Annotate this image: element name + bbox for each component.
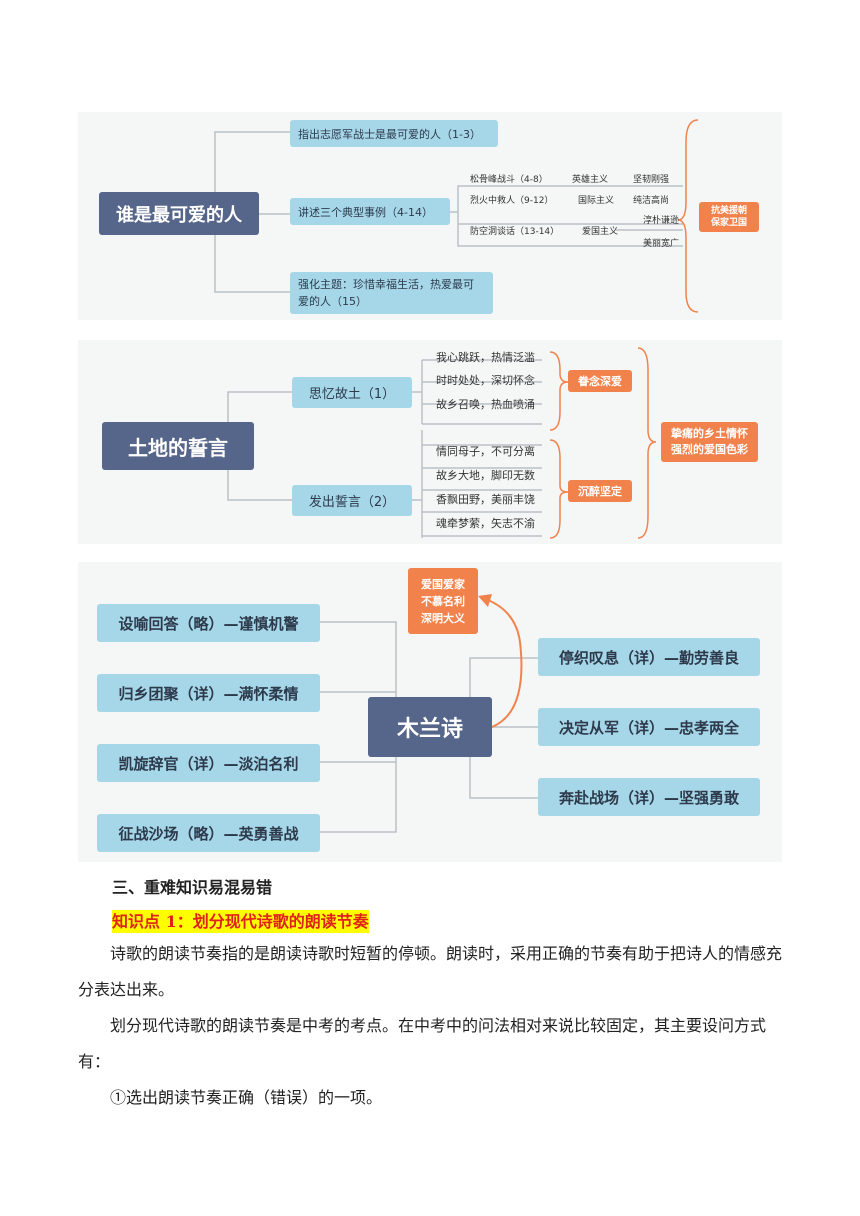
map2-leaf: 我心跳跃，热情泛滥 <box>436 351 535 364</box>
event-name: 烈火中救人（9-12） <box>470 196 554 206</box>
map2-summary-line1: 挚痛的乡土情怀 <box>671 427 748 440</box>
map1-branch-3-line1: 强化主题：珍惜幸福生活，热爱最可 <box>298 278 474 291</box>
map3-tag-line3: 深明大义 <box>421 611 465 625</box>
map3-central-node: 木兰诗 <box>368 697 492 757</box>
map3-left-branch: 归乡团聚（详）—满怀柔情 <box>97 674 320 712</box>
paragraph-3: ①选出朗读节奏正确（错误）的一项。 <box>110 1088 383 1107</box>
event-spirit: 英雄主义 <box>572 175 609 185</box>
map2-central-node: 土地的誓言 <box>102 422 254 470</box>
event-quality: 纯洁高尚 <box>633 196 670 206</box>
body-text: 诗歌的朗读节奏指的是朗读诗歌时短暂的停顿。朗读时，采用正确的节奏有助于把诗人的情… <box>78 936 782 1116</box>
map1-branch-1: 指出志愿军战士是最可爱的人（1-3） <box>290 120 498 147</box>
map3-right-branch: 停织叹息（详）—勤劳善良 <box>538 638 760 676</box>
map1-connectors <box>214 119 699 313</box>
mindmap-land-oath: 土地的誓言 思忆故土（1） 发出誓言（2） 我心跳跃，热情泛滥 时时处处，深切怀… <box>78 340 782 544</box>
map3-tag-line1: 爱国爱家 <box>421 577 465 591</box>
event-quality: 美丽宽广 <box>643 239 680 249</box>
event-spirit: 爱国主义 <box>582 227 619 237</box>
paragraph-1: 诗歌的朗读节奏指的是朗读诗歌时短暂的停顿。朗读时，采用正确的节奏有助于把诗人的情… <box>78 944 783 999</box>
map3-virtue-tag: 爱国爱家 不慕名利 深明大义 <box>408 568 478 634</box>
event-name: 防空洞谈话（13-14） <box>470 227 560 237</box>
event-spirit: 国际主义 <box>578 196 615 206</box>
map1-summary-line1: 抗美援朝 <box>710 206 747 216</box>
map3-left-branch: 征战沙场（略）—英勇善战 <box>97 814 320 852</box>
map3-tag-line2: 不慕名利 <box>421 594 465 608</box>
event-name: 松骨峰战斗（4-8） <box>470 175 548 185</box>
map2-leaf: 情同母子，不可分离 <box>436 445 535 458</box>
knowledge-heading-wrapper: 知识点 1：划分现代诗歌的朗读节奏 <box>112 908 369 933</box>
map2-tag-2: 沉醉坚定 <box>568 480 632 502</box>
event-quality: 淳朴谦逊 <box>643 216 680 226</box>
map3-left-branch: 凯旋辞官（详）—淡泊名利 <box>97 744 320 782</box>
map1-summary-line2: 保家卫国 <box>710 218 747 228</box>
map2-leaf: 时时处处，深切怀念 <box>436 374 535 387</box>
event-quality: 坚韧刚强 <box>633 175 670 185</box>
map2-summary-tag: 挚痛的乡土情怀 强烈的爱国色彩 <box>661 422 758 462</box>
knowledge-heading: 知识点 1：划分现代诗歌的朗读节奏 <box>112 910 369 933</box>
map2-leaf: 香飘田野，美丽丰饶 <box>436 493 535 506</box>
map2-branch-2: 发出誓言（2） <box>292 485 412 516</box>
map2-leaf: 故乡大地，脚印无数 <box>436 469 535 482</box>
map3-left-branch: 设喻回答（略）—谨慎机警 <box>97 604 320 642</box>
map2-branch-1: 思忆故土（1） <box>292 377 412 408</box>
mindmap-who-is-loveliest: 谁是最可爱的人 指出志愿军战士是最可爱的人（1-3） 讲述三个典型事例（4-14… <box>78 112 782 320</box>
map2-tag-1: 眷念深爱 <box>568 370 632 392</box>
map1-branch-3-line2: 爱的人（15） <box>298 295 367 308</box>
map2-summary-line2: 强烈的爱国色彩 <box>671 443 748 456</box>
map1-summary-tag: 抗美援朝 保家卫国 <box>699 202 759 232</box>
map2-leaf: 故乡召唤，热血喷涌 <box>436 398 535 411</box>
map3-right-branch: 奔赴战场（详）—坚强勇敢 <box>538 778 760 816</box>
map2-leaf: 魂牵梦萦，矢志不渝 <box>436 517 535 530</box>
map1-branch-3: 强化主题：珍惜幸福生活，热爱最可 爱的人（15） <box>290 272 493 314</box>
mindmap-mulan-poem: 木兰诗 设喻回答（略）—谨慎机警 归乡团聚（详）—满怀柔情 凯旋辞官（详）—淡泊… <box>78 562 782 862</box>
paragraph-2: 划分现代诗歌的朗读节奏是中考的考点。在中考中的问法相对来说比较固定，其主要设问方… <box>78 1016 767 1071</box>
map3-right-branch: 决定从军（详）—忠孝两全 <box>538 708 760 746</box>
section-heading: 三、重难知识易混易错 <box>112 878 273 897</box>
map1-central-node: 谁是最可爱的人 <box>99 192 259 235</box>
map1-branch-2: 讲述三个典型事例（4-14） <box>290 198 450 225</box>
